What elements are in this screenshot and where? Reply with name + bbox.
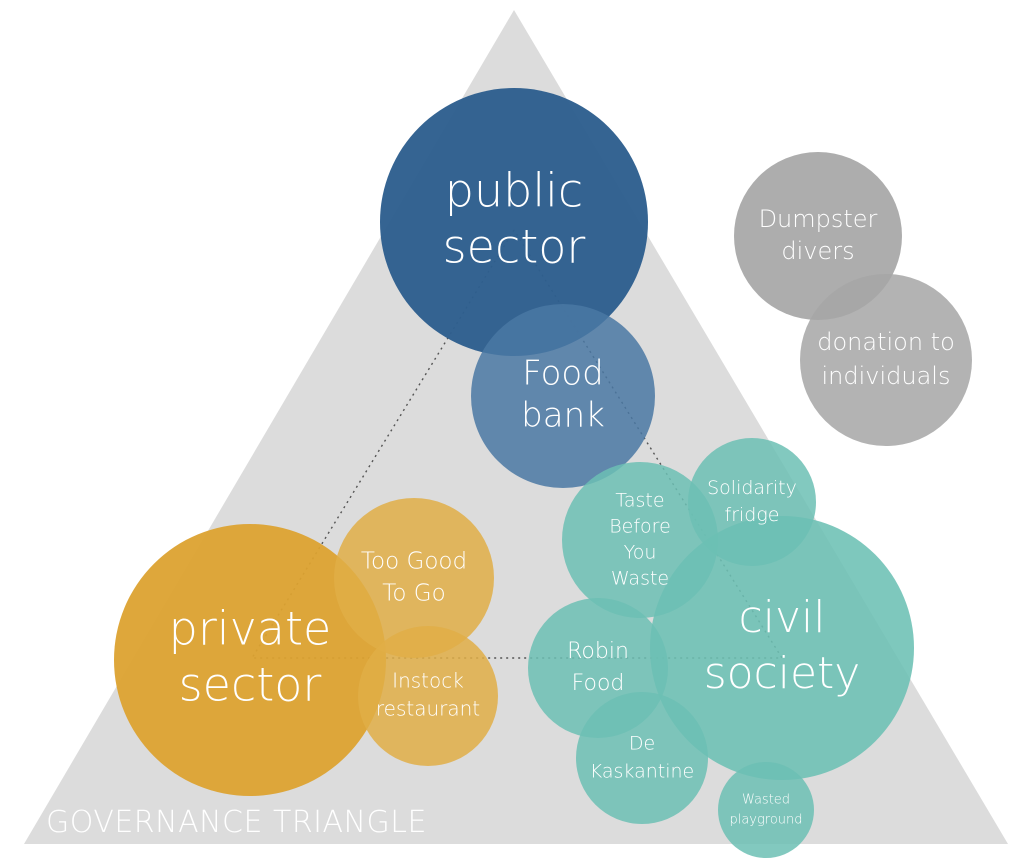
public-sector-label-line: sector [443, 220, 586, 274]
wasted-playground-circle [718, 762, 814, 858]
taste-before-you-waste-label-line: Taste [615, 490, 664, 512]
food-bank-label-line: bank [521, 396, 605, 436]
civil-society-label-line: society [704, 648, 861, 699]
robin-food-label-line: Food [572, 671, 625, 696]
dumpster-divers-label-line: Dumpster [759, 205, 878, 233]
de-kaskantine-label-line: Kaskantine [590, 761, 694, 783]
too-good-to-go-circle [334, 498, 494, 658]
inner-triangle-dotted [250, 229, 784, 659]
taste-before-you-waste-label-line: Before [609, 516, 671, 538]
too-good-to-go-node: Too Good To Go [334, 498, 494, 658]
wasted-playground-label-line: Wasted [742, 793, 790, 808]
private-sector-label-line: sector [179, 658, 322, 712]
donation-to-individuals-label-line: individuals [822, 362, 951, 390]
robin-food-label-line: Robin [567, 639, 629, 664]
private-sector-circle [114, 524, 386, 796]
donation-to-individuals-label-line: donation to [817, 328, 955, 356]
taste-before-you-waste-circle [562, 462, 718, 618]
food-bank-label-line: Food [522, 354, 604, 394]
instock-restaurant-label-line: restaurant [376, 697, 480, 721]
food-bank-circle [471, 304, 655, 488]
dumpster-divers-label-line: divers [781, 237, 854, 265]
donation-to-individuals-node: donation to individuals [800, 274, 972, 446]
too-good-to-go-label-line: To Go [382, 581, 445, 607]
de-kaskantine-label-line: De [629, 733, 655, 755]
too-good-to-go-label-line: Too Good [361, 549, 467, 575]
instock-restaurant-circle [358, 626, 498, 766]
dumpster-divers-node: Dumpster divers [734, 152, 902, 320]
wasted-playground-node: Wasted playground [718, 762, 814, 858]
donation-to-individuals-circle [800, 274, 972, 446]
dumpster-divers-circle [734, 152, 902, 320]
instock-restaurant-node: Instock restaurant [358, 626, 498, 766]
public-sector-label-line: public [445, 164, 583, 218]
solidarity-fridge-node: Solidarity fridge [688, 438, 816, 566]
civil-society-label-line: civil [739, 592, 826, 643]
solidarity-fridge-label-line: fridge [725, 504, 780, 526]
de-kaskantine-circle [576, 692, 708, 824]
public-sector-circle [380, 88, 648, 356]
instock-restaurant-label-line: Instock [392, 669, 464, 693]
private-sector-label-line: private [169, 602, 332, 656]
taste-before-you-waste-label-line: You [624, 542, 657, 564]
diagram-title: GOVERNANCE TRIANGLE [46, 805, 427, 840]
taste-before-you-waste-label-line: Waste [611, 568, 669, 590]
solidarity-fridge-circle [688, 438, 816, 566]
civil-society-circle [650, 516, 914, 780]
wasted-playground-label-line: playground [729, 813, 802, 828]
solidarity-fridge-label-line: Solidarity [707, 477, 797, 499]
